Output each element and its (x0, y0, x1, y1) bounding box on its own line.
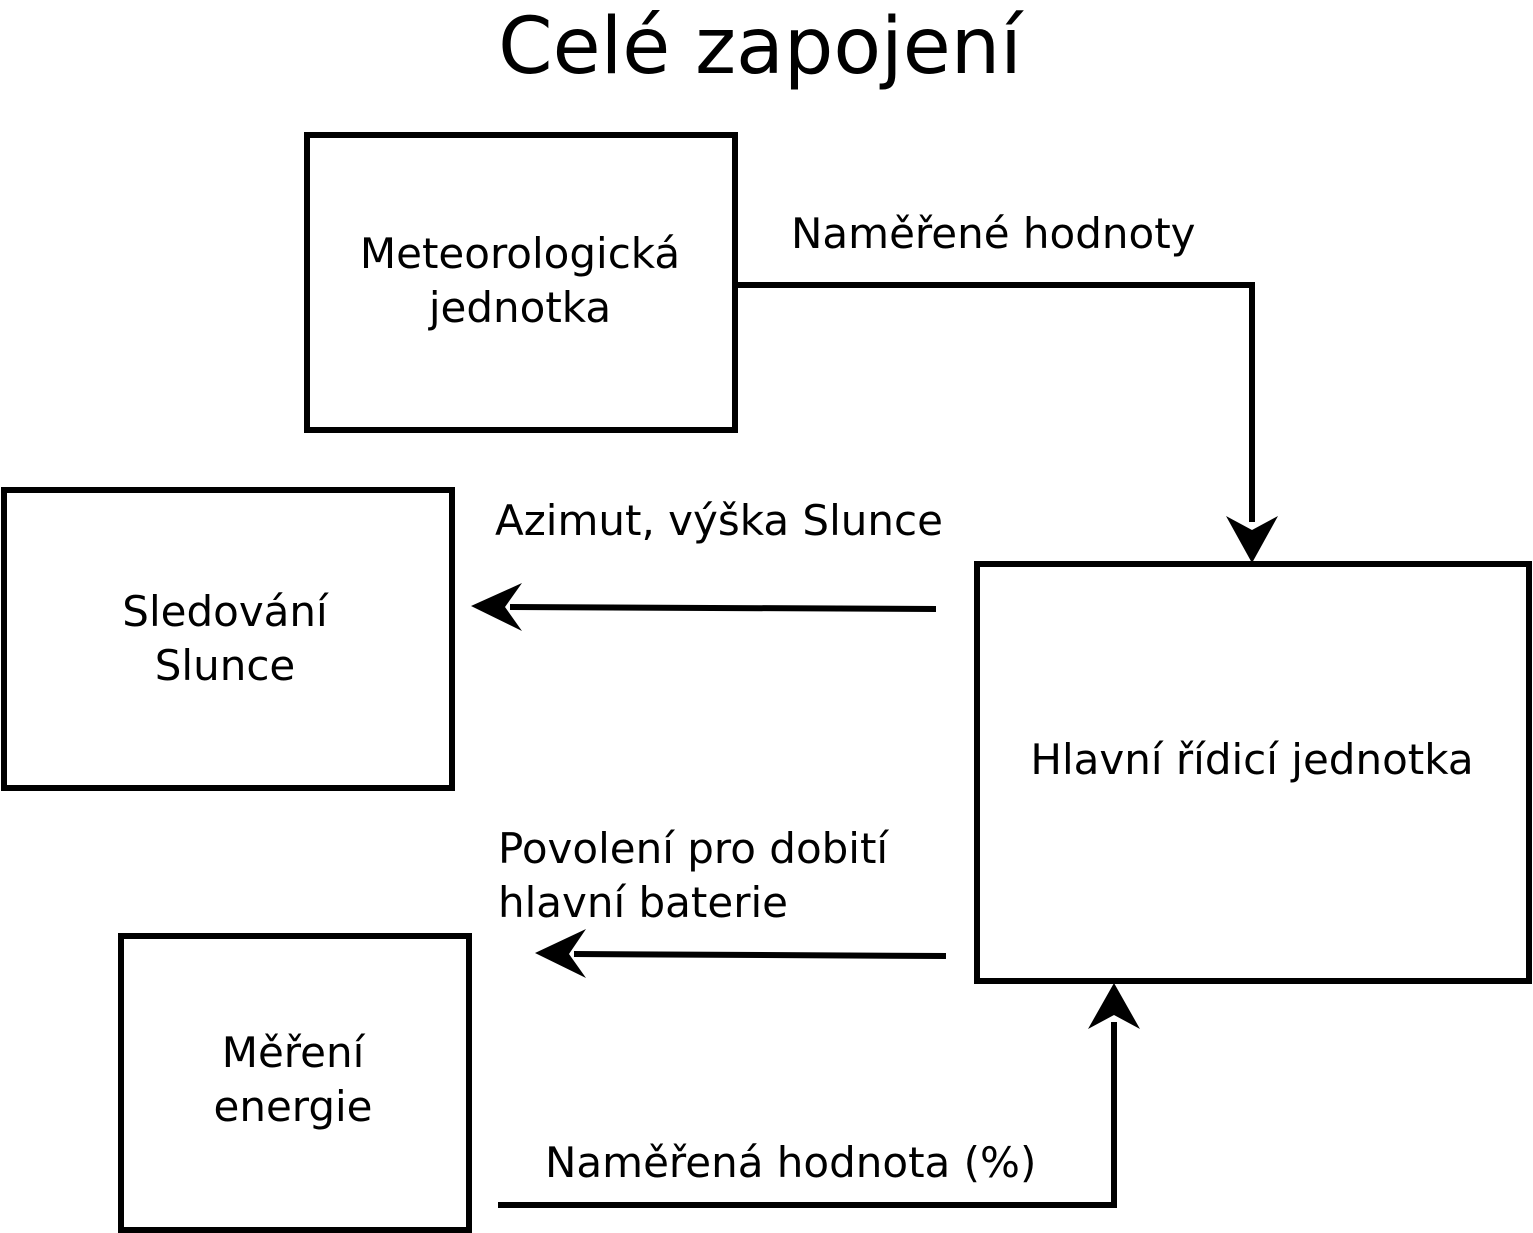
block-label-meteo: Meteorologická jednotka (359, 228, 681, 332)
connector-meteo-to-main (737, 282, 1255, 522)
block-label-tracking: Sledování Slunce (122, 587, 328, 690)
connector-label-main-to-tracking: Azimut, výška Slunce (495, 496, 943, 545)
arrowhead-energy-to-main (1088, 983, 1140, 1029)
block-main-control-unit: Hlavní řídicí jednotka (974, 561, 1532, 984)
arrowhead-main-to-energy (535, 929, 586, 978)
connector-label-main-to-energy: Povolení pro dobití hlavní baterie (498, 824, 889, 927)
connector-label-energy-to-main: Naměřená hodnota (%) (545, 1138, 1037, 1187)
arrowhead-main-to-tracking (471, 583, 522, 631)
connector-energy-to-main (498, 1022, 1117, 1208)
block-label-energy: Měření energie (213, 1028, 373, 1131)
arrowhead-meteo-to-main (1226, 516, 1278, 563)
block-meteorological-unit: Meteorologická jednotka (304, 132, 738, 433)
block-sun-tracking: Sledování Slunce (1, 487, 455, 791)
connector-main-to-energy (573, 951, 947, 959)
connector-main-to-tracking (509, 604, 937, 612)
connector-label-meteo-to-main: Naměřené hodnoty (791, 209, 1196, 258)
block-label-main: Hlavní řídicí jednotka (1030, 734, 1474, 784)
diagram-title: Celé zapojení (498, 2, 1022, 92)
block-energy-measurement: Měření energie (118, 933, 472, 1233)
